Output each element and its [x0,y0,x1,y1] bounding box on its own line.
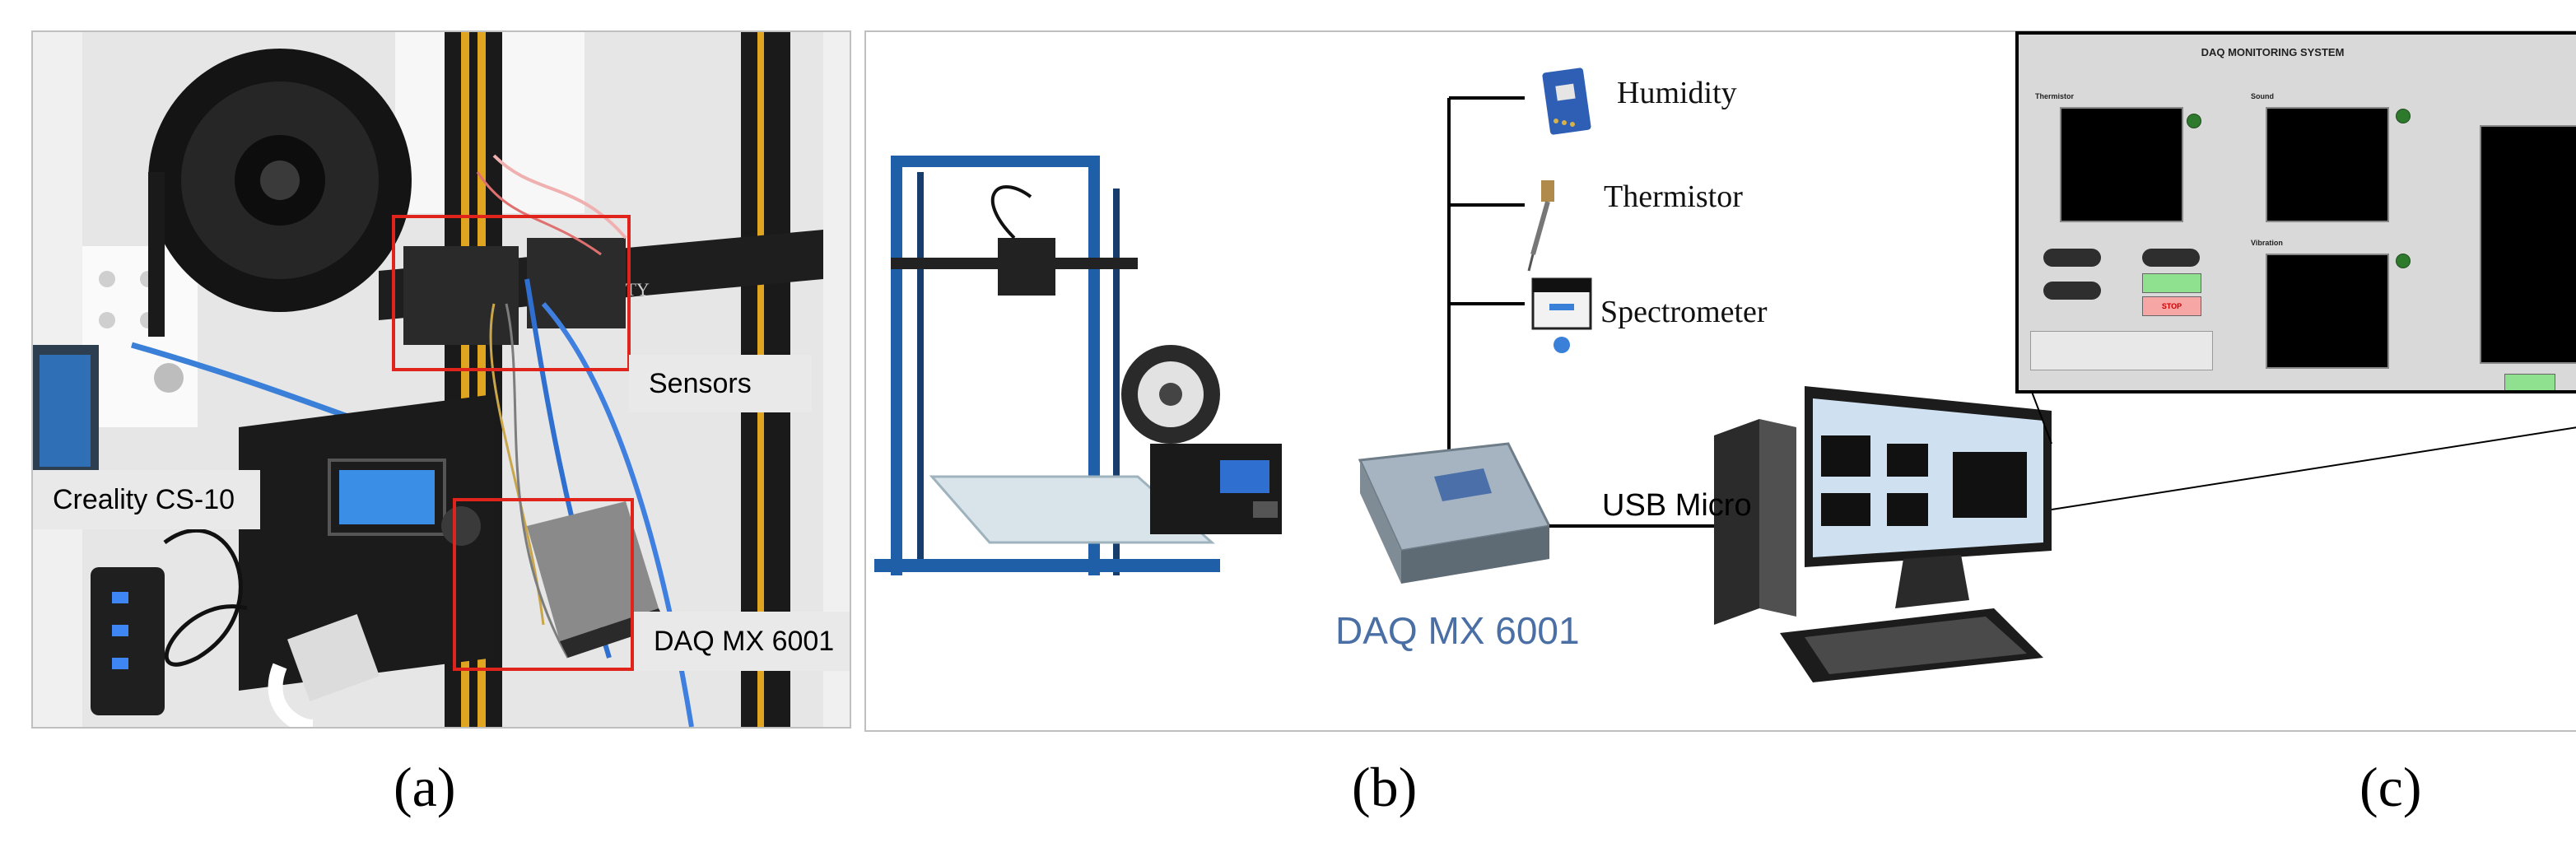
spectrometer-graph [2480,125,2576,364]
stop-button[interactable]: STOP [2142,296,2201,316]
vibration-section-label: Vibration [2251,239,2283,247]
ok-button[interactable] [2504,374,2555,390]
ok-button[interactable] [2142,273,2201,293]
spectrometer-icon [1531,277,1592,353]
sensors-label: Sensors [629,355,812,412]
monitoring-title: DAQ MONITORING SYSTEM [2201,46,2345,58]
status-led [2396,254,2411,268]
daq-highlight-box [453,498,634,671]
thermistor-graph [2060,107,2183,222]
setup-photo-panel: CREALITY Sen [31,30,851,729]
daq-device-label: DAQ MX 6001 [1335,609,1580,652]
caption-a: (a) [394,756,456,818]
printer-icon [874,156,1282,575]
sound-graph [2266,107,2389,222]
sound-section-label: Sound [2251,92,2274,100]
database-array-field[interactable] [2030,331,2213,370]
save-toggle-button[interactable] [2043,249,2101,267]
humidity-sensor-icon [1542,68,1591,135]
daq-toggle-button[interactable] [2043,282,2101,300]
computer-icon [1714,386,2052,682]
usb-connection-label: USB Micro [1602,488,1752,523]
thermistor-section-label: Thermistor [2035,92,2075,100]
spect-toggle-button[interactable] [2142,249,2200,267]
sensors-highlight-box [392,215,631,371]
status-led [2396,109,2411,123]
thermistor-icon [1527,180,1554,272]
caption-b: (b) [1352,756,1418,818]
vibration-graph [2266,254,2389,369]
spectrometer-label: Spectrometer [1600,295,1768,329]
daq-label: DAQ MX 6001 [634,612,850,671]
schematic-drawing [874,68,2576,682]
daq-device-icon [1358,442,1552,584]
monitoring-ui-panel: DAQ MONITORING SYSTEM Thermistor Sound V… [2015,31,2576,393]
thermistor-label: Thermistor [1604,179,1743,214]
printer-label: Creality CS-10 [33,470,260,529]
status-led [2187,114,2201,128]
humidity-label: Humidity [1617,76,1737,110]
caption-c: (c) [2359,756,2422,818]
